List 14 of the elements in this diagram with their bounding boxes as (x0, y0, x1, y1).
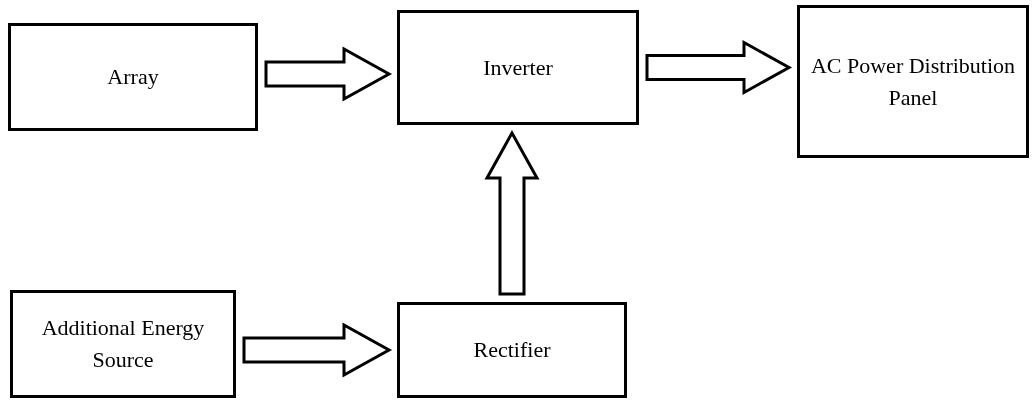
box-label: Rectifier (473, 336, 551, 365)
box-label: Inverter (483, 53, 553, 82)
block-arrow (484, 129, 540, 296)
box-label: AC Power Distribution Panel (809, 51, 1017, 112)
process-box (8, 23, 258, 131)
block-arrow (242, 322, 393, 378)
process-box (10, 290, 236, 398)
process-box (797, 5, 1029, 158)
box-label: Additional Energy Source (40, 314, 206, 374)
block-arrow (645, 39, 793, 96)
box-label: Array (107, 63, 159, 92)
process-box (397, 10, 639, 125)
block-arrow (264, 46, 393, 102)
process-box (397, 302, 627, 398)
